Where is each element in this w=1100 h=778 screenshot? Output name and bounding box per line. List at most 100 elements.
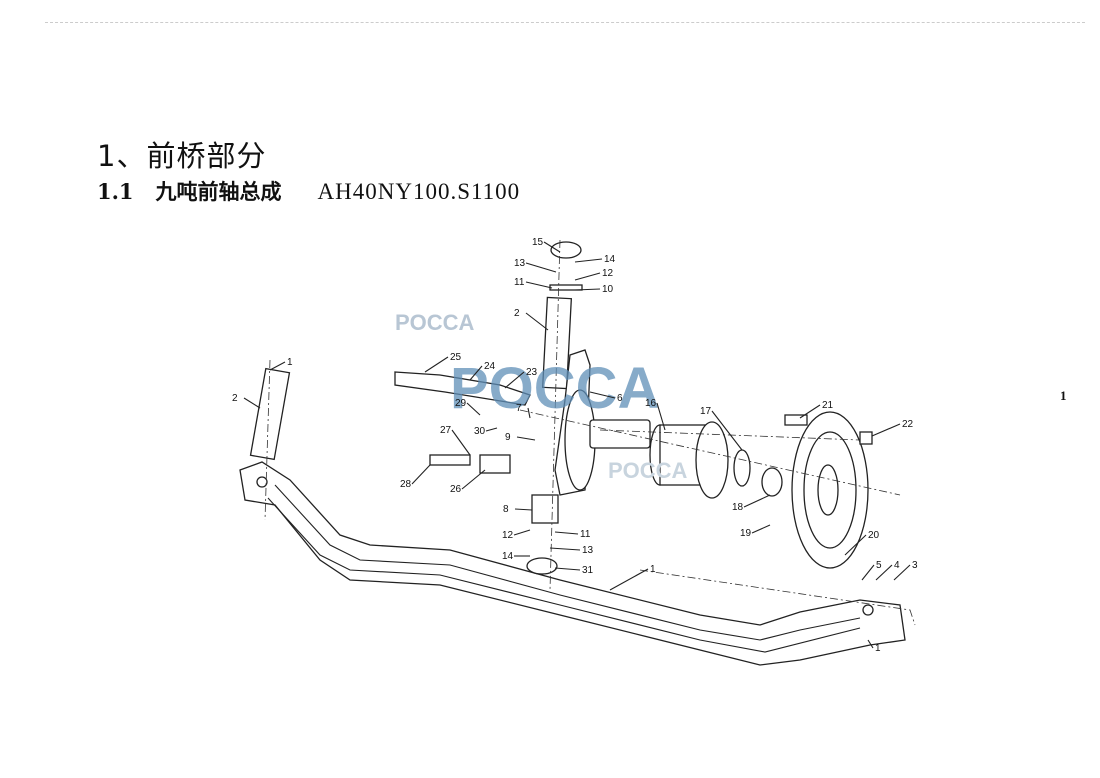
callout-leader	[844, 534, 867, 556]
callout-leader	[543, 241, 561, 253]
callout-label: 24	[484, 361, 496, 372]
callout-leader	[871, 423, 901, 437]
callout-leader	[554, 531, 579, 535]
callout-leader	[525, 281, 553, 289]
page-number: 1	[1060, 388, 1067, 403]
callout-label: 22	[902, 419, 914, 430]
watermark-logo-small: POCCA	[395, 310, 475, 335]
callout-label: 23	[526, 367, 538, 378]
callout-label: 26	[450, 484, 462, 495]
callout-leader	[485, 427, 498, 432]
section-title: 1、前桥部分	[97, 139, 267, 173]
bolt-21	[784, 414, 808, 426]
callout-leader	[609, 568, 649, 591]
callout-label: 14	[502, 551, 514, 562]
callout-label: 10	[602, 284, 614, 295]
subsection-heading: 1.1 九吨前轴总成 AH40NY100.S1100	[97, 176, 520, 206]
callout-label: 14	[604, 254, 616, 265]
cap-top	[550, 241, 582, 259]
scan-edge-line	[45, 22, 1085, 23]
callout-label: 9	[505, 432, 511, 443]
callout-leader	[743, 494, 771, 508]
callout-label: 6	[617, 393, 623, 404]
steering-knuckle	[394, 349, 651, 575]
callout-label: 8	[503, 504, 509, 515]
callout-leader	[549, 547, 581, 551]
callout-leader	[867, 639, 874, 649]
callout-label: 13	[582, 545, 594, 556]
assembly-code: AH40NY100.S1100	[317, 179, 521, 204]
callout-label: 16	[645, 398, 657, 409]
callout-leader	[411, 464, 431, 485]
callout-label: 1	[875, 643, 881, 654]
callout-leader	[525, 312, 549, 331]
callout-leader	[861, 564, 875, 581]
subsection-title: 九吨前轴总成	[155, 180, 282, 204]
callout-leader	[554, 567, 581, 571]
callout-label: 30	[474, 426, 486, 437]
callout-leader	[656, 402, 666, 431]
callout-label: 5	[876, 560, 882, 571]
callout-label: 27	[440, 425, 452, 436]
callout-leader	[513, 529, 531, 536]
callout-label: 21	[822, 400, 834, 411]
callout-leader	[424, 356, 449, 373]
seal-17	[733, 449, 751, 487]
callout-leader	[574, 272, 601, 281]
callout-leader	[451, 429, 471, 456]
callout-leader	[504, 371, 525, 389]
wheel-hub	[649, 421, 783, 499]
callout-label: 3	[912, 560, 918, 571]
callout-label: 7	[516, 403, 522, 414]
callout-leader	[469, 365, 483, 381]
brake-drum	[791, 411, 869, 569]
callout-leader	[751, 524, 771, 534]
callout-label: 25	[450, 352, 462, 363]
callout-label: 29	[455, 398, 467, 409]
callout-label: 1	[287, 357, 293, 368]
callout-label: 2	[232, 393, 238, 404]
watermark-logo: POCCA	[450, 356, 659, 421]
callout-label: 20	[868, 530, 880, 541]
callout-leader	[514, 508, 533, 511]
bushing-8	[531, 494, 559, 524]
callout-label: 12	[502, 530, 514, 541]
callout-leader	[466, 402, 481, 416]
callout-leader	[461, 469, 486, 490]
callout-label: 2	[514, 308, 520, 319]
callout-leader	[589, 391, 616, 399]
nut-22	[859, 431, 873, 445]
callout-label: 15	[532, 237, 544, 248]
callout-leader	[574, 288, 601, 291]
cap-bottom	[526, 557, 558, 575]
callout-label: 19	[740, 528, 752, 539]
callout-leader	[527, 407, 531, 419]
callout-leader	[516, 436, 536, 441]
front-axle-beam	[239, 461, 906, 666]
bolt-28	[429, 454, 471, 466]
callout-label: 17	[700, 406, 712, 417]
callout-label: 31	[582, 565, 594, 576]
subsection-number: 1.1	[97, 179, 134, 204]
callout-label: 13	[514, 258, 526, 269]
watermark-logo-small-2: POCCA	[608, 458, 688, 483]
callout-label: 11	[514, 277, 525, 288]
callout-leader	[574, 258, 603, 263]
callout-leader	[799, 404, 821, 419]
nut-18	[761, 467, 783, 497]
washer-top	[549, 284, 583, 291]
callout-leader	[269, 361, 286, 371]
callout-leader	[893, 564, 911, 581]
callout-leader	[525, 262, 557, 273]
callout-label: 11	[580, 529, 591, 540]
callout-label: 28	[400, 479, 412, 490]
callout-leader	[875, 564, 893, 581]
callout-leader	[243, 397, 261, 409]
callout-label: 18	[732, 502, 744, 513]
kingpin-left	[249, 367, 291, 461]
lower-arm	[479, 454, 511, 474]
callout-label: 12	[602, 268, 614, 279]
callout-label: 4	[894, 560, 900, 571]
